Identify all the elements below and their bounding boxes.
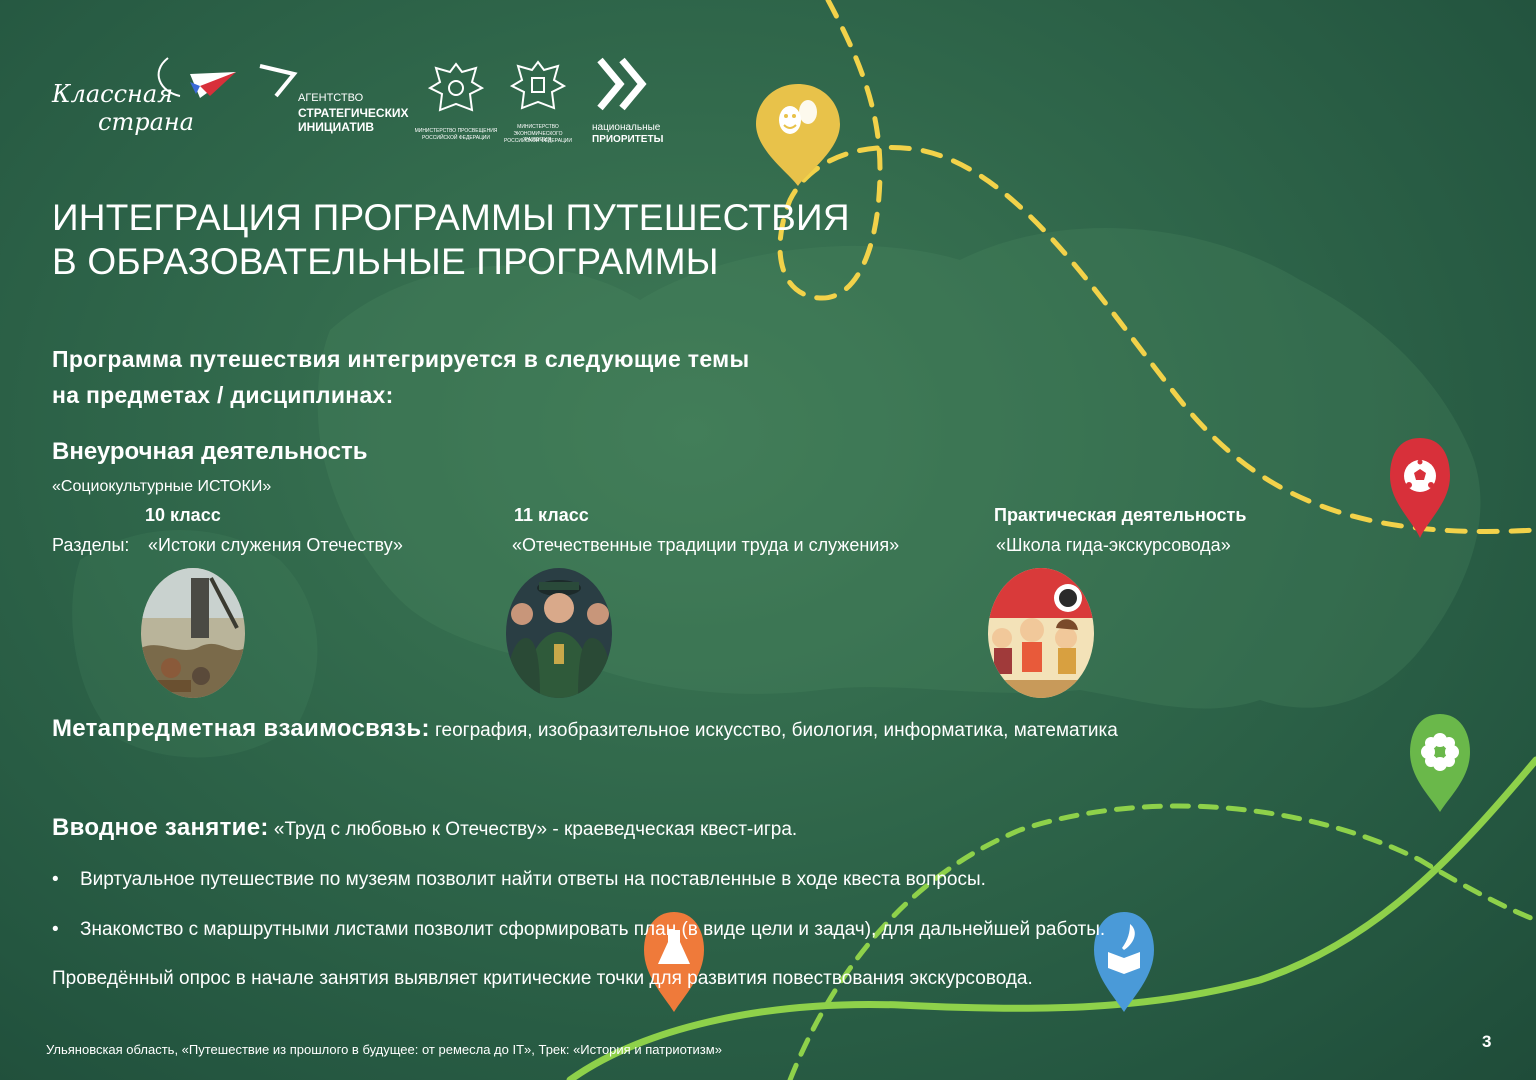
football-icon [1404, 459, 1436, 492]
metasubject-text: география, изобразительное искусство, би… [429, 720, 1118, 741]
paper-plane-icon [157, 57, 236, 98]
page-title: ИНТЕГРАЦИЯ ПРОГРАММЫ ПУТЕШЕСТВИЯ В ОБРАЗ… [52, 196, 852, 284]
bullet-item-text: Виртуальное путешествие по музеям позвол… [80, 869, 986, 890]
metasubject-line: Метапредметная взаимосвязь: география, и… [52, 715, 1118, 743]
intro-lesson-line: Вводное занятие: «Труд с любовью к Отече… [52, 814, 797, 842]
flower-pin [1410, 714, 1470, 812]
column-topic-11: «Отечественные традиции труда и служения… [512, 535, 900, 555]
page-title-line1: ИНТЕГРАЦИЯ ПРОГРАММЫ ПУТЕШЕСТВИЯ [52, 197, 850, 238]
logo-natproj-line1: национальные [592, 122, 661, 133]
green-dashed-route [787, 803, 1536, 1080]
bullet-item: •Виртуальное путешествие по музеям позво… [52, 869, 986, 890]
footer-caption: Ульяновская область, «Путешествие из про… [46, 1042, 722, 1057]
logo-mineconom-line2: ЭКОНОМИЧЕСКОГО РАЗВИТИЯ [513, 131, 563, 143]
book-pin [1094, 912, 1154, 1012]
green-solid-route [566, 756, 1536, 1080]
football-pin [1390, 438, 1450, 538]
bullet-item: •Знакомство с маршрутными листами позвол… [52, 919, 1106, 940]
logo-natproj: национальные ПРИОРИТЕТЫ [588, 56, 663, 148]
logo-minpros: МИНИСТЕРСТВО ПРОСВЕЩЕНИЯ РОССИЙСКОЙ ФЕДЕ… [414, 60, 498, 148]
theatre-masks-icon [779, 100, 817, 134]
logo-asi: АГЕНТСТВО СТРАТЕГИЧЕСКИХ ИНИЦИАТИВ [258, 64, 409, 144]
logo-asi-line3: ИНИЦИАТИВ [298, 120, 374, 134]
extracurricular-heading: Внеурочная деятельность [52, 438, 368, 465]
theatre-pin [756, 84, 840, 186]
column-grade-10: 10 класс [145, 505, 221, 525]
logo-klassnaya-line1: Классная [52, 80, 174, 108]
sections-label: Разделы: [52, 535, 130, 555]
coat-of-arms-icon [510, 60, 566, 110]
asi-emblem-icon [259, 64, 298, 98]
column-topic-practical: «Школа гида-экскурсовода» [996, 535, 1231, 555]
flower-icon [1421, 733, 1459, 771]
column-topic-10: «Истоки служения Отечеству» [148, 535, 403, 555]
logo-mineconom-line3: РОССИЙСКОЙ ФЕДЕРАЦИИ [504, 138, 572, 144]
intro-lesson-label: Вводное занятие: [52, 814, 269, 841]
extracurricular-subtitle: «Социокультурные ИСТОКИ» [52, 478, 272, 495]
final-statement: Проведённый опрос в начале занятия выявл… [52, 968, 1033, 989]
column-grade-practical: Практическая деятельность [994, 505, 1247, 525]
russia-map-silhouette [317, 227, 1481, 709]
metasubject-label: Метапредметная взаимосвязь: [52, 715, 430, 742]
intro-subheading: Программа путешествия интегрируется в сл… [52, 341, 749, 413]
book-quill-icon [1108, 924, 1140, 974]
chevrons-icon [597, 57, 647, 111]
coat-of-arms-icon [427, 62, 485, 112]
flask-pin [644, 912, 704, 1012]
page-title-line2: В ОБРАЗОВАТЕЛЬНЫЕ ПРОГРАММЫ [52, 241, 719, 282]
logo-natproj-line2: ПРИОРИТЕТЫ [592, 134, 664, 145]
image-guide-school-cartoon [988, 568, 1094, 698]
logo-asi-line2: СТРАТЕГИЧЕСКИХ [298, 106, 409, 120]
logo-klassnaya-line2: страна [98, 108, 194, 136]
logo-mineconom: МИНИСТЕРСТВО ЭКОНОМИЧЕСКОГО РАЗВИТИЯ РОС… [500, 58, 576, 150]
page-number: 3 [1482, 1032, 1492, 1051]
bullet-item-text: Знакомство с маршрутными листами позволи… [80, 919, 1106, 940]
intro-lesson-text: «Труд с любовью к Отечеству» - краеведче… [268, 819, 798, 840]
logo-minpros-line2: РОССИЙСКОЙ ФЕДЕРАЦИИ [422, 135, 490, 141]
intro-subheading-line1: Программа путешествия интегрируется в сл… [52, 346, 750, 372]
image-history-painting [141, 568, 245, 698]
column-grade-11: 11 класс [514, 505, 589, 525]
yellow-route-line [777, 0, 1536, 534]
logo-asi-line1: АГЕНТСТВО [298, 92, 364, 104]
image-military-officers [506, 568, 612, 698]
intro-subheading-line2: на предметах / дисциплинах: [52, 382, 394, 408]
flask-icon [658, 930, 690, 964]
logo-klassnaya-strana: Классная страна [50, 52, 240, 144]
logo-minpros-line1: МИНИСТЕРСТВО ПРОСВЕЩЕНИЯ [414, 128, 498, 134]
logo-mineconom-line1: МИНИСТЕРСТВО [517, 124, 559, 130]
